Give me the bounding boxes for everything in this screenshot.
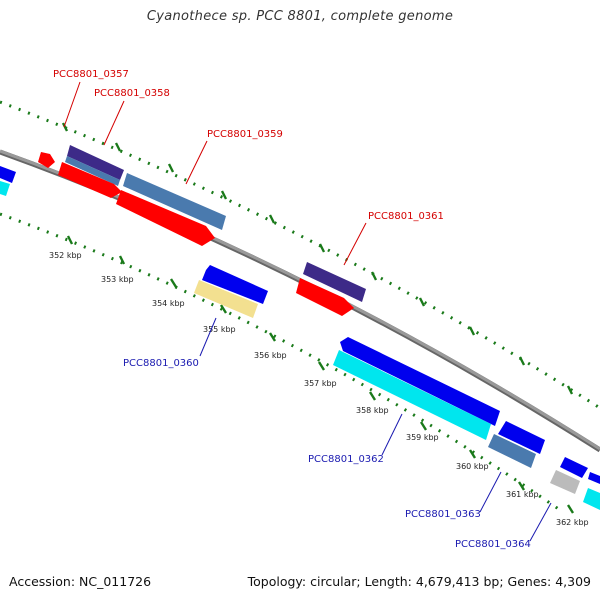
tick-label: 358 kbp [356,406,389,415]
gene-arrow[interactable] [296,278,354,316]
tick-label: 361 kbp [506,490,539,499]
gene-label: PCC8801_0358 [94,88,170,99]
gene-label: PCC8801_0357 [53,69,129,80]
tick-label: 360 kbp [456,462,489,471]
gene-arrow[interactable] [588,472,600,484]
reverse-genes [194,265,600,510]
gene-arrow[interactable] [333,350,491,440]
gene-arrow[interactable] [560,457,588,478]
gene-arrow[interactable] [550,470,580,494]
gene-label: PCC8801_0361 [368,211,444,222]
gene-arrow[interactable] [123,173,226,230]
gene-arrow[interactable] [58,162,122,198]
tick-label: 352 kbp [49,251,82,260]
gene-arrow[interactable] [0,166,16,183]
gene-arrow[interactable] [67,145,124,180]
gene-arrow[interactable] [498,421,545,454]
gene-arrow[interactable] [202,265,268,304]
tick-label: 362 kbp [556,518,589,527]
gene-arrow[interactable] [38,152,55,168]
gene-arrow[interactable] [116,190,215,246]
tick-label: 355 kbp [203,325,236,334]
tick-label: 354 kbp [152,299,185,308]
gene-label: PCC8801_0364 [455,539,531,550]
gene-arrow[interactable] [65,156,120,186]
tick-label: 357 kbp [304,379,337,388]
outer-dotted-track [0,100,600,410]
genome-summary: Topology: circular; Length: 4,679,413 bp… [247,574,591,589]
gene-arrow[interactable] [303,262,366,302]
tick-label: 356 kbp [254,351,287,360]
tick-label: 353 kbp [101,275,134,284]
gene-arrow[interactable] [488,434,536,468]
backbone-shadow [0,149,600,453]
gene-arrow[interactable] [340,337,500,426]
gene-arrow[interactable] [583,488,600,510]
gene-label: PCC8801_0362 [308,454,384,465]
accession-text: Accession: NC_011726 [9,574,152,589]
inner-dotted-track [0,212,561,512]
forward-genes [0,145,366,316]
tick-label: 359 kbp [406,433,439,442]
map-title: Cyanothece sp. PCC 8801, complete genome [146,9,454,24]
gene-label: PCC8801_0359 [207,129,283,140]
gene-arrow[interactable] [194,280,258,318]
gene-label: PCC8801_0363 [405,509,481,520]
backbone [0,149,600,451]
gene-arrow[interactable] [0,181,10,196]
ruler-ticks [61,122,575,514]
label-leaders [63,81,552,542]
gene-label: PCC8801_0360 [123,358,199,369]
